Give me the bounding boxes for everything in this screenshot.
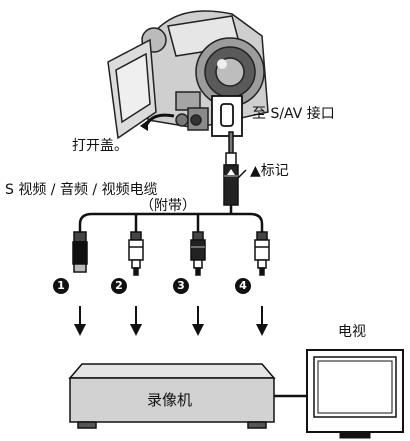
- plug-rca-3: [190, 231, 206, 276]
- arrow-down-1: [73, 306, 87, 336]
- cable-label: S 视频 / 音频 / 视频电缆: [5, 182, 158, 198]
- sav-port-box: [211, 95, 243, 137]
- arrow-down-3: [191, 306, 205, 336]
- plug-number-4: 4: [235, 278, 251, 294]
- plug-rca-4: [254, 231, 270, 276]
- arrow-down-4: [255, 306, 269, 336]
- tv-label: 电视: [338, 324, 366, 340]
- plug-number-2: 2: [111, 278, 127, 294]
- cable-supplied-label: （附带）: [140, 198, 196, 214]
- vcr-label: 录像机: [147, 391, 193, 409]
- tv-illustration: [306, 349, 404, 439]
- camcorder-illustration: [107, 10, 269, 140]
- open-cover-label: 打开盖。: [72, 138, 128, 154]
- plug-rca-2: [128, 231, 144, 276]
- vcr-illustration: [68, 363, 276, 429]
- plug-number-3: 3: [173, 278, 189, 294]
- mark-label: ▲标记: [250, 163, 289, 179]
- sav-port-label: 至 S/AV 接口: [252, 106, 335, 122]
- plug-number-1: 1: [53, 278, 69, 294]
- sav-plug: [223, 131, 247, 206]
- arrow-down-2: [129, 306, 143, 336]
- cable-branches: [78, 205, 264, 232]
- plug-s-video: [72, 231, 88, 273]
